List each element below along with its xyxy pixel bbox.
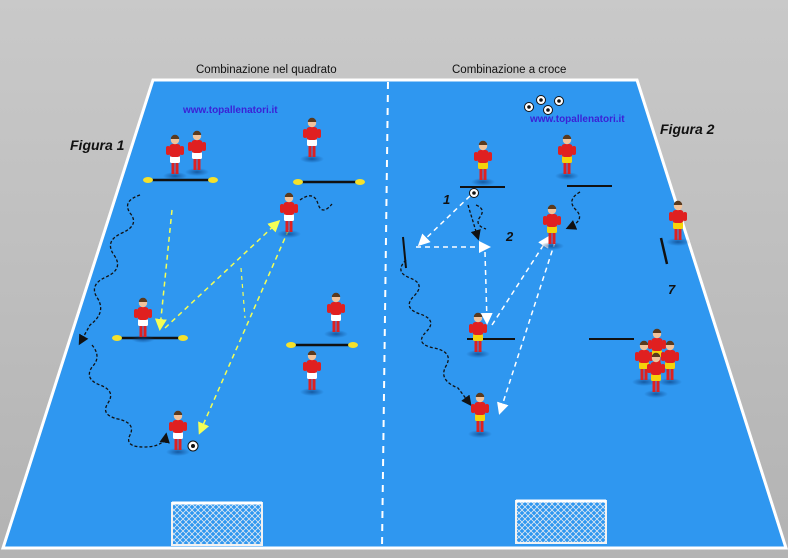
cone-icon	[348, 342, 358, 348]
pass-arrow	[164, 219, 281, 329]
player-icon	[131, 297, 155, 343]
pass-arrow	[154, 209, 173, 331]
player-icon	[163, 134, 187, 180]
dribble-path	[78, 194, 141, 346]
pass-arrow	[480, 251, 493, 325]
step-number-1: 1	[443, 192, 451, 207]
player-icon	[466, 312, 490, 358]
player-icon	[555, 134, 579, 180]
soccer-ball-icon	[469, 188, 479, 198]
player-icon	[166, 410, 190, 456]
cone-icon	[178, 335, 188, 341]
marker-line	[659, 237, 669, 265]
cone-icon	[208, 177, 218, 183]
pass-arrow	[497, 241, 556, 415]
player-icon	[658, 340, 682, 386]
marker-line	[402, 236, 407, 269]
soccer-ball-icon	[187, 440, 199, 452]
player-icon	[666, 200, 690, 246]
dribble-path	[88, 344, 170, 448]
cone-icon	[293, 179, 303, 185]
player-icon	[277, 192, 301, 238]
goal-net-icon	[171, 501, 263, 546]
cone-line	[293, 179, 365, 185]
player-icon	[540, 204, 564, 250]
soccer-ball-icon	[554, 96, 564, 106]
figure-label-right: Figura 2	[660, 121, 715, 137]
dribble-path	[400, 259, 472, 407]
player-icon	[324, 292, 348, 338]
step-number-7: 7	[668, 282, 676, 297]
drill-title-left: Combinazione nel quadrato	[196, 64, 337, 76]
pass-arrow	[198, 221, 293, 435]
goal-net-icon	[515, 499, 607, 544]
drill-title-right: Combinazione a croce	[452, 64, 567, 76]
figure-label-left: Figura 1	[70, 137, 125, 153]
soccer-ball-icon	[543, 105, 553, 115]
player-icon	[644, 352, 668, 398]
cone-line	[143, 177, 218, 183]
player-icon	[185, 130, 209, 176]
dribble-path	[299, 195, 333, 211]
player-icon	[632, 340, 656, 386]
dribble-path	[565, 191, 581, 230]
cone-icon	[143, 177, 153, 183]
pass-arrow	[467, 204, 481, 241]
cone-icon	[286, 342, 296, 348]
player-icon	[468, 392, 492, 438]
player-icon	[300, 117, 324, 163]
pass-arrow	[240, 267, 246, 319]
cone-line	[286, 342, 358, 348]
player-icon	[471, 140, 495, 186]
soccer-ball-icon	[536, 95, 546, 105]
player-icon	[300, 350, 324, 396]
cone-icon	[112, 335, 122, 341]
cone-icon	[355, 179, 365, 185]
website-watermark-left: www.topallenatori.it	[183, 105, 278, 116]
website-watermark-right: www.topallenatori.it	[530, 114, 625, 125]
dribble-path	[475, 204, 487, 230]
soccer-ball-icon	[524, 102, 534, 112]
pass-arrow	[417, 195, 471, 247]
step-number-2: 2	[506, 229, 514, 244]
